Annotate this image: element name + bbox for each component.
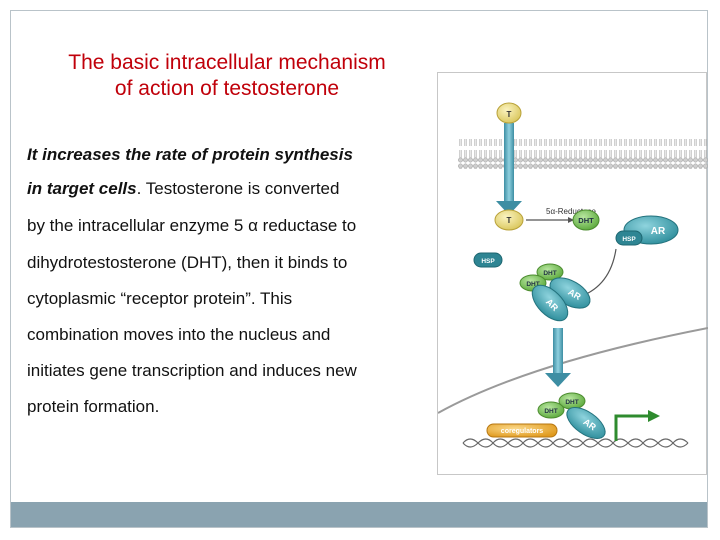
svg-text:AR: AR bbox=[651, 226, 666, 237]
dna-helix bbox=[463, 439, 688, 447]
transcription-start-arrow-icon bbox=[616, 410, 660, 441]
free-hsp: HSP bbox=[474, 253, 502, 267]
cell-membrane bbox=[458, 139, 708, 169]
title-line-2: of action of testosterone bbox=[27, 76, 427, 102]
svg-text:DHT: DHT bbox=[565, 399, 578, 406]
svg-text:DHT: DHT bbox=[578, 216, 594, 225]
svg-text:HSP: HSP bbox=[481, 258, 495, 265]
body-line-3: by the intracellular enzyme 5 α reductas… bbox=[27, 216, 356, 236]
body-line-8: protein formation. bbox=[27, 397, 159, 417]
testosterone-molecule-top: T bbox=[497, 103, 521, 123]
body-emphasis: in target cells bbox=[27, 179, 137, 198]
body-line-1: It increases the rate of protein synthes… bbox=[27, 145, 353, 165]
title-line-1: The basic intracellular mechanism bbox=[27, 50, 427, 76]
svg-text:HSP: HSP bbox=[622, 236, 636, 243]
footer-bar bbox=[11, 502, 707, 527]
slide-title: The basic intracellular mechanism of act… bbox=[27, 50, 427, 102]
svg-text:DHT: DHT bbox=[543, 270, 556, 277]
body-line-2: in target cells. Testosterone is convert… bbox=[27, 179, 339, 199]
body-line-7: initiates gene transcription and induces… bbox=[27, 361, 357, 381]
dht-ar-complex-cytoplasm: DHT DHT AR AR bbox=[520, 264, 595, 327]
arrow-down-nucleus-icon bbox=[545, 328, 571, 387]
androgen-receptor-hsp-complex: AR HSP bbox=[616, 216, 678, 245]
diagram-svg: T T 5α-Reductase DHT AR HSP HSP bbox=[438, 73, 708, 476]
testosterone-mechanism-diagram: T T 5α-Reductase DHT AR HSP HSP bbox=[437, 72, 707, 475]
svg-text:T: T bbox=[507, 216, 512, 225]
body-line-2-rest: . Testosterone is converted bbox=[137, 179, 340, 198]
dht-ar-coregulator-complex: DHT DHT AR coregulators bbox=[487, 393, 610, 445]
body-line-5: cytoplasmic “receptor protein”. This bbox=[27, 289, 292, 309]
svg-text:T: T bbox=[507, 110, 512, 119]
body-line-6: combination moves into the nucleus and bbox=[27, 325, 330, 345]
svg-text:DHT: DHT bbox=[544, 408, 557, 415]
testosterone-molecule-cytoplasm: T bbox=[495, 210, 523, 230]
body-line-4: dihydrotestosterone (DHT), then it binds… bbox=[27, 253, 347, 273]
dht-molecule: DHT bbox=[573, 210, 599, 230]
svg-text:coregulators: coregulators bbox=[501, 428, 544, 435]
